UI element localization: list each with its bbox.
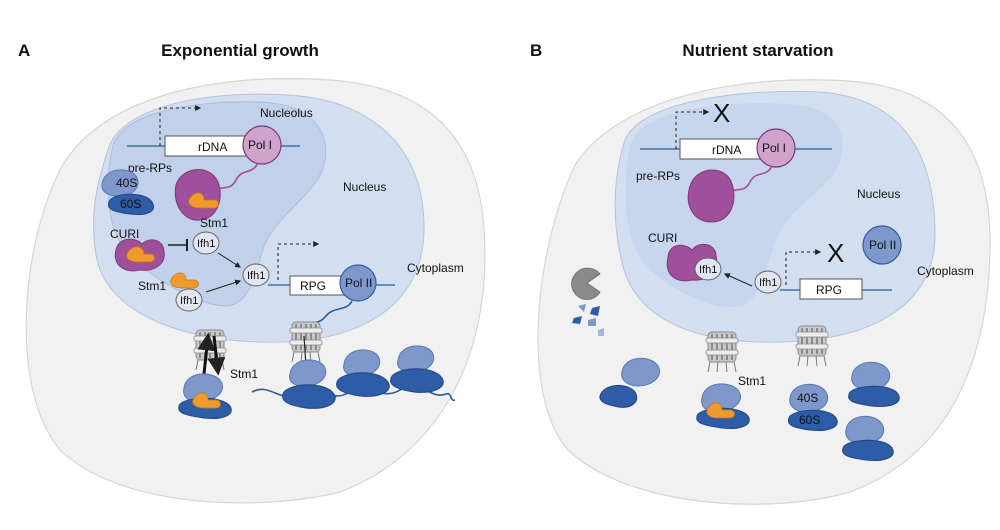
label-rpg: RPG: [300, 279, 326, 293]
stm1-protein-nucleus: [170, 272, 199, 289]
label-pol2: Pol II: [869, 238, 896, 252]
ifh1-protein-a: [192, 231, 220, 255]
polysome-ribosome-3-small: [397, 345, 435, 373]
rpg-box: [799, 278, 863, 300]
polysome-ribosome-1-small: [289, 359, 327, 387]
label-pol1: Pol I: [762, 141, 786, 155]
free-40s-left: [621, 357, 660, 387]
label-40s: 40S: [797, 391, 818, 405]
fragment-5: [598, 328, 604, 336]
pol2-enzyme: [862, 225, 902, 265]
label-rdna: rDNA: [712, 143, 741, 157]
arrow-ifh1-to-curi: [723, 273, 753, 287]
ifh1-protein-b: [754, 270, 782, 294]
pre-rp-protein: [687, 169, 735, 223]
degradation-pacman: [571, 267, 601, 300]
stm1-protein-cytoplasm: [192, 392, 221, 409]
ribosome-40s: [101, 169, 139, 197]
cyto-ribosome-small: [183, 373, 223, 403]
rrna-transcript: [727, 165, 773, 195]
label-stm1-nucleolus: Stm1: [200, 216, 228, 230]
ribosome-40s: [789, 383, 829, 413]
label-stm1-cytoplasm: Stm1: [230, 367, 258, 381]
label-60s: 60S: [120, 197, 141, 211]
label-stm1-cytoplasm: Stm1: [738, 374, 766, 388]
label-curi: CURI: [110, 227, 139, 241]
ribosome-80s-bottom-small: [845, 415, 885, 445]
rdna-transcription-arrow: [159, 105, 202, 146]
label-60s: 60S: [799, 413, 820, 427]
pol1-enzyme: [756, 128, 796, 168]
label-40s: 40S: [116, 176, 137, 190]
label-ifh1-b: Ifh1: [180, 295, 198, 307]
fragment-2: [590, 306, 600, 316]
arrow-ifh1-a-to-rpg: [217, 252, 242, 268]
fragment-3: [572, 316, 582, 324]
polysome-ribosome-2-large: [336, 372, 390, 397]
panel-title: Exponential growth: [161, 41, 319, 60]
label-ifh1-b: Ifh1: [759, 277, 777, 289]
label-cytoplasm: Cytoplasm: [917, 264, 974, 278]
ifh1-protein-b: [175, 288, 203, 312]
ribosome-80s-bottom-large: [842, 439, 894, 461]
label-curi: CURI: [648, 231, 677, 245]
label-pre-rps: pre-RPs: [128, 161, 172, 175]
panel-title: Nutrient starvation: [682, 41, 833, 60]
ribosome-80s-right-large: [848, 385, 900, 407]
export-arrow: [207, 335, 226, 376]
arrow-ifh1-b-to-rpg: [205, 279, 242, 293]
fragment-4: [588, 318, 596, 326]
stm1-in-curi: [126, 246, 155, 263]
fragment-1: [578, 304, 586, 312]
label-nucleolus: Nucleolus: [260, 106, 313, 120]
ifh1-protein-c: [242, 263, 270, 287]
ifh1-protein-a: [694, 257, 722, 281]
ribosome-80s-right-small: [851, 361, 891, 391]
ribosome-60s: [108, 193, 154, 215]
label-nucleus: Nucleus: [343, 180, 386, 194]
polysome-ribosome-2-small: [343, 349, 381, 377]
label-rdna: rDNA: [198, 140, 227, 154]
label-ifh1-a: Ifh1: [197, 238, 215, 250]
stm1-protein-nucleolus: [188, 192, 219, 209]
panel-b: B Nutrient starvation Nucleus Cytoplasm …: [530, 41, 991, 505]
label-ifh1-c: Ifh1: [247, 270, 265, 282]
ribosome-60s: [788, 409, 838, 431]
rpg-transcription-arrow: [277, 241, 320, 280]
stm1-protein-cytoplasm: [706, 402, 735, 419]
pol1-enzyme: [242, 125, 282, 165]
panel-letter: A: [18, 41, 30, 60]
free-60s-left: [599, 385, 638, 408]
label-ifh1-a: Ifh1: [699, 264, 717, 276]
panel-letter: B: [530, 41, 542, 60]
rdna-block-x: X: [713, 98, 730, 128]
import-arrow: [197, 332, 216, 375]
label-stm1-nucleus: Stm1: [138, 279, 166, 293]
rpg-blocked-arrow: [785, 249, 822, 285]
label-rpg: RPG: [816, 283, 842, 297]
label-pol1: Pol I: [248, 138, 272, 152]
rdna-blocked-arrow: [675, 109, 710, 149]
rrna-transcript: [213, 162, 259, 193]
pol2-enzyme: [339, 264, 377, 302]
polysome-ribosome-1-large: [282, 384, 336, 409]
polysome-ribosome-3-large: [390, 368, 444, 393]
label-pol2: Pol II: [345, 276, 372, 290]
label-pre-rps: pre-RPs: [636, 169, 680, 183]
panel-a: A Exponential growth Nucleolus Nucleus C…: [18, 41, 486, 504]
rpg-block-x: X: [827, 238, 844, 268]
label-cytoplasm: Cytoplasm: [407, 261, 464, 275]
label-nucleus: Nucleus: [857, 187, 900, 201]
